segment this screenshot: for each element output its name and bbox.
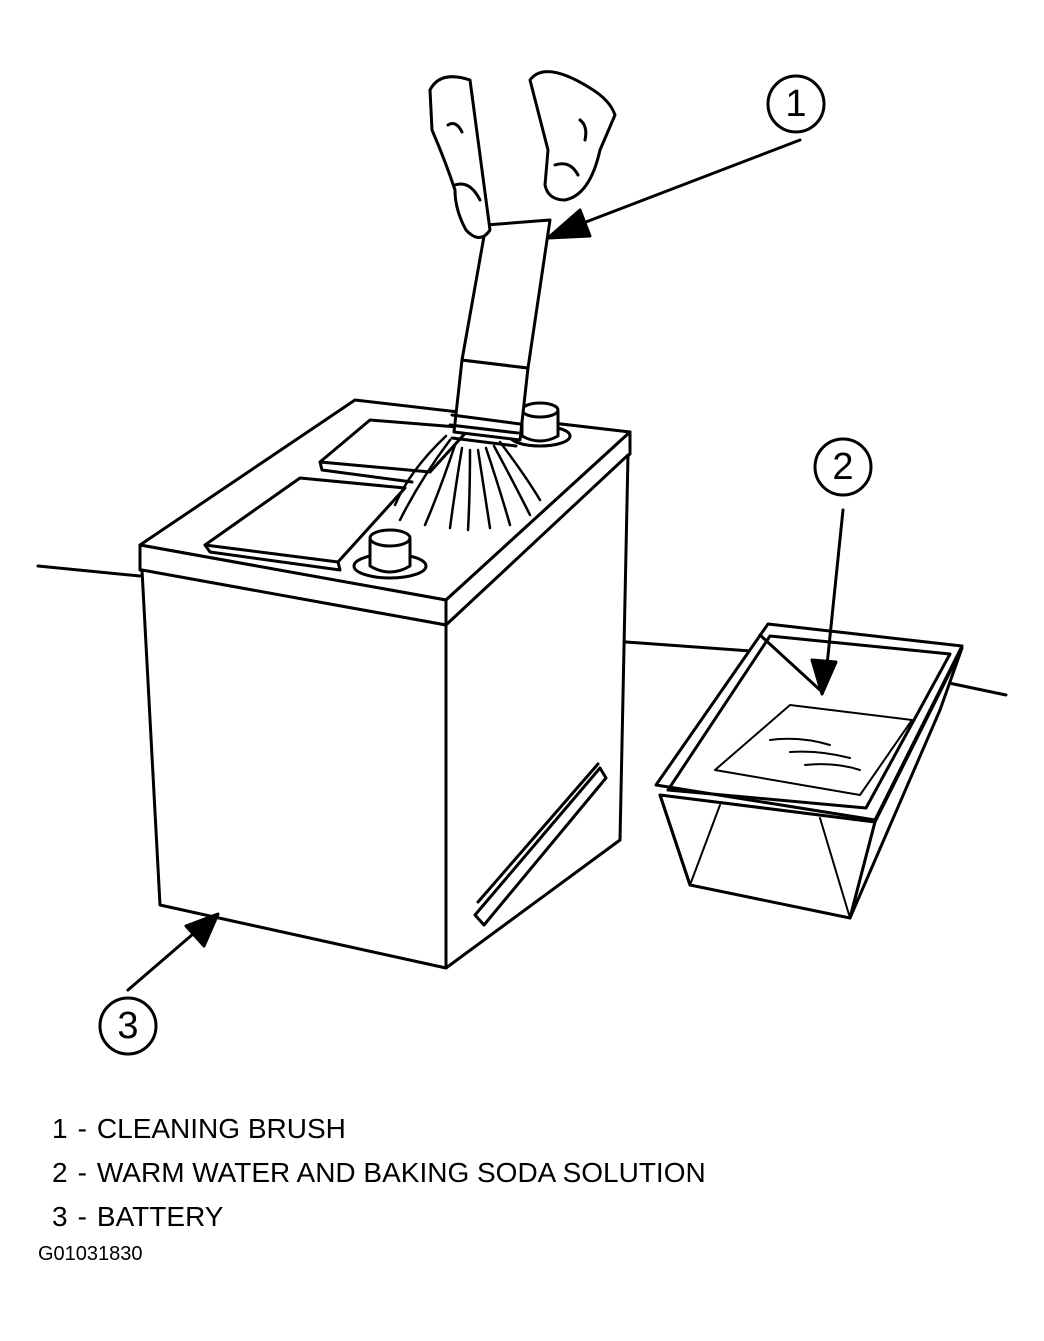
legend-item-solution: 2-WARM WATER AND BAKING SODA SOLUTION xyxy=(52,1151,706,1195)
cleaning-brush xyxy=(393,218,552,532)
legend: 1-CLEANING BRUSH 2-WARM WATER AND BAKING… xyxy=(52,1107,706,1239)
legend-label: CLEANING BRUSH xyxy=(96,1113,346,1144)
callout-3: 3 xyxy=(98,912,220,1056)
callout-1-number: 1 xyxy=(785,83,806,125)
legend-separator: - xyxy=(77,1157,87,1188)
legend-item-battery: 3-BATTERY xyxy=(52,1195,706,1239)
legend-label: BATTERY xyxy=(96,1201,224,1232)
negative-terminal xyxy=(352,528,428,580)
hand xyxy=(428,70,617,239)
callout-2-number: 2 xyxy=(832,446,853,488)
solution-tray xyxy=(654,622,964,920)
legend-number: 1 xyxy=(52,1113,68,1144)
legend-label: WARM WATER AND BAKING SODA SOLUTION xyxy=(96,1157,706,1188)
callout-2: 2 xyxy=(810,437,873,696)
callout-3-number: 3 xyxy=(117,1005,138,1047)
legend-item-cleaning-brush: 1-CLEANING BRUSH xyxy=(52,1107,706,1151)
legend-number: 3 xyxy=(52,1201,68,1232)
figure-id: G01031830 xyxy=(38,1243,143,1265)
battery xyxy=(138,398,632,970)
legend-separator: - xyxy=(77,1113,87,1144)
callout-1: 1 xyxy=(546,74,826,240)
battery-cleaning-illustration: 1 2 3 xyxy=(36,70,1008,1056)
legend-separator: - xyxy=(77,1201,87,1232)
legend-number: 2 xyxy=(52,1157,68,1188)
